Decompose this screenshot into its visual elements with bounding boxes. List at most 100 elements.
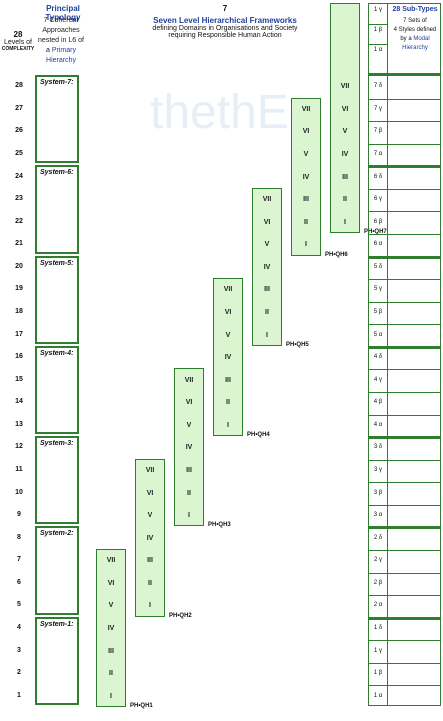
hierarchy-level-label: V — [225, 331, 231, 339]
hierarchy-level-label: VII — [184, 376, 194, 384]
hierarchy-level-label: I — [149, 602, 151, 610]
system-box: System-5: — [35, 255, 79, 344]
subtype-row-divider — [369, 279, 440, 281]
level-number: 19 — [15, 285, 23, 293]
system-label: System-5: — [40, 259, 74, 267]
subtype-cell: 5 β — [373, 308, 383, 315]
subtype-cell: 7 δ — [373, 83, 383, 90]
hierarchy-level-label: V — [342, 128, 348, 136]
hierarchy-level-label: II — [343, 196, 347, 204]
subtype-cell: 3 β — [373, 489, 383, 496]
level-number: 7 — [17, 556, 21, 564]
hierarchy-level-label: VII — [145, 466, 155, 474]
subtype-row-divider — [369, 211, 440, 213]
level-number: 1 — [17, 691, 21, 699]
level-number: 15 — [15, 375, 23, 383]
hierarchy-link: Hierarchy — [46, 57, 76, 64]
approaches-line-4: a Primary — [34, 46, 88, 56]
subtype-cell: 4 β — [373, 399, 383, 406]
level-number: 23 — [15, 195, 23, 203]
hierarchy-level-label: III — [264, 286, 270, 294]
hierarchy-level-label: V — [108, 602, 114, 610]
hierarchy-level-label: I — [266, 331, 268, 339]
levels-of-complexity: 28 Levels of COMPLEXITY — [0, 30, 36, 52]
hierarchy-level-label: IV — [263, 263, 271, 271]
level-number: 10 — [15, 488, 23, 496]
hierarchy-level-label: VI — [107, 579, 115, 587]
approaches-a: a — [46, 47, 50, 54]
subtypes-desc-3: by a Modal — [389, 35, 441, 44]
subtype-group-divider — [369, 436, 440, 440]
approaches-text: 7 Coherent Approaches nested in L6 of a … — [34, 16, 88, 66]
level-number: 16 — [15, 353, 23, 361]
level-number: 13 — [15, 420, 23, 428]
system-box: System-4: — [35, 345, 79, 435]
hierarchy-level-label: VI — [185, 399, 193, 407]
subtype-cell: 5 γ — [373, 286, 382, 293]
hierarchy-column-caption: PH•QH7 — [364, 228, 387, 235]
center-number: 7 — [222, 4, 228, 13]
hierarchy-level-label: VII — [223, 286, 233, 294]
subtype-group-divider — [369, 526, 440, 530]
hierarchy-level-label: IV — [341, 150, 349, 158]
level-number: 6 — [17, 578, 21, 586]
subtype-row-divider — [369, 459, 440, 461]
hierarchy-level-label: VI — [302, 128, 310, 136]
subtype-cell: 7 α — [373, 150, 383, 157]
hierarchy-level-label: I — [188, 512, 190, 520]
subtype-cell: 5 δ — [373, 263, 383, 270]
subtype-row-divider — [369, 595, 440, 597]
hierarchy-level-label: III — [108, 647, 114, 655]
hierarchy-level-label: III — [303, 196, 309, 204]
subtype-cell: 3 γ — [373, 466, 382, 473]
hierarchy-level-label: II — [148, 579, 152, 587]
subtype-cell: 2 β — [373, 579, 383, 586]
level-number: 27 — [15, 104, 23, 112]
primary-link: Primary — [51, 47, 76, 54]
hierarchy-level-label: VI — [146, 489, 154, 497]
level-number: 21 — [15, 240, 23, 248]
subtype-cell: 5 α — [373, 331, 383, 338]
level-number: 12 — [15, 443, 23, 451]
approaches-line-2: Approaches — [42, 27, 80, 34]
subtypes-by-a: by a — [400, 36, 412, 42]
subtype-cell: 1 α — [373, 47, 383, 53]
subtype-row-divider — [369, 685, 440, 687]
level-number: 9 — [17, 511, 21, 519]
subtype-cell: 7 γ — [373, 105, 382, 112]
subtypes-separator — [387, 4, 388, 705]
hierarchy-level-label: IV — [185, 444, 193, 452]
subtype-cell: 2 δ — [373, 534, 383, 541]
subtype-group-divider — [369, 616, 440, 620]
hierarchy-level-label: II — [187, 489, 191, 497]
subtype-row-divider — [369, 44, 388, 45]
subtype-cell: 6 δ — [373, 173, 383, 180]
subtype-cell: 4 α — [373, 421, 383, 428]
system-boxes: System-7:System-6:System-5:System-4:Syst… — [35, 75, 83, 707]
hierarchy-column-caption: PH•QH3 — [208, 522, 231, 529]
subtype-cell: 2 α — [373, 602, 383, 609]
subtype-cell: 6 β — [373, 218, 383, 225]
approaches-line-1: 7 Coherent — [43, 17, 79, 24]
hierarchy-level-label: IV — [302, 173, 310, 181]
hierarchy-level-label: I — [305, 241, 307, 249]
subtype-cell: 1 β — [373, 27, 383, 33]
system-label: System-7: — [40, 79, 74, 86]
system-box: System-7: — [35, 75, 79, 164]
level-number: 14 — [15, 398, 23, 406]
subtypes-description: 7 Sets of 4 Styles defined by a Modal Hi… — [389, 17, 441, 53]
subtype-row-divider — [369, 188, 440, 190]
subtype-row-divider — [369, 143, 440, 145]
hierarchy-column-caption: PH•QH5 — [286, 341, 309, 348]
level-number: 28 — [15, 82, 23, 90]
approaches-line-3: nested in L6 of — [38, 37, 84, 44]
subtype-cell: 4 δ — [373, 354, 383, 361]
subtype-row-divider — [369, 391, 440, 393]
subtype-row-divider — [369, 324, 440, 326]
system-label: System-1: — [40, 620, 74, 628]
modal-link: Modal — [413, 36, 430, 42]
levels-count: 28 — [13, 30, 23, 39]
